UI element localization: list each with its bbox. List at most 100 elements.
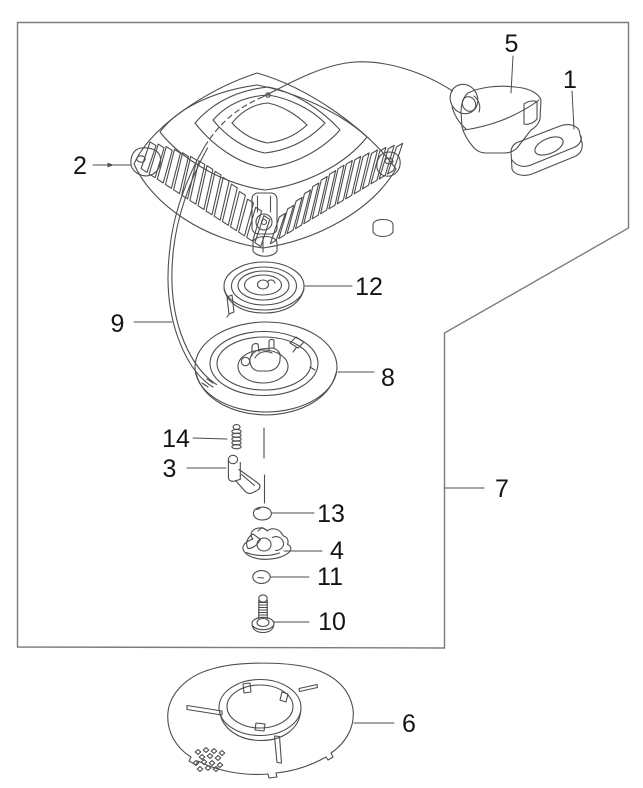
coil-5 <box>231 444 242 450</box>
housing-ear-hole-left <box>136 155 146 163</box>
pawl-body <box>227 458 241 482</box>
callout-label-8: 8 <box>381 364 395 392</box>
cam-center-boss <box>256 537 272 552</box>
pulley-rim-ticks <box>201 366 316 388</box>
rope-upper-arc <box>262 61 454 98</box>
part-9-starter-rope <box>167 61 454 388</box>
cam-right-lobe <box>271 536 285 552</box>
cup-outline <box>167 662 354 779</box>
callout-label-13: 13 <box>317 500 345 528</box>
pulley-flange-outer <box>209 330 319 397</box>
part-6-starter-cup <box>167 662 354 779</box>
washer-outline <box>252 570 271 584</box>
cup-hub-outer <box>218 678 302 737</box>
pawl-hinge-ring <box>227 454 239 465</box>
part-10-center-bolt <box>251 594 275 634</box>
part-1-handle-anchor <box>510 124 583 176</box>
callout-label-14: 14 <box>162 425 190 453</box>
pawl-blade-line <box>240 473 256 487</box>
part-5-starter-handle <box>449 83 542 154</box>
housing-ear-hole-right <box>384 157 394 165</box>
callout-label-3: 3 <box>163 455 177 483</box>
leader-line-1 <box>571 90 575 130</box>
part-8-rope-pulley <box>194 321 338 416</box>
housing-foot-right <box>372 218 394 238</box>
housing-opening <box>231 102 308 144</box>
anchor-hole <box>534 136 564 156</box>
ring-notch <box>255 508 261 511</box>
callout-label-4: 4 <box>330 537 344 565</box>
spring-coil-4 <box>243 274 283 296</box>
spring-center <box>256 279 270 290</box>
housing-ear-left <box>130 147 162 177</box>
part-14-pawl-spring <box>231 424 242 450</box>
part-4-friction-cam <box>242 526 292 560</box>
pulley-spring-tab <box>289 336 305 353</box>
handle-rope-boss <box>449 83 479 115</box>
spring-coil-outer <box>223 261 305 311</box>
leader-arrow-2 <box>107 162 114 168</box>
cup-spoke-left <box>186 704 223 716</box>
cam-left-petal <box>246 533 262 550</box>
housing-foot-bottom <box>252 235 278 257</box>
housing-rope-guide <box>251 192 278 235</box>
spring-depth-arc <box>223 288 305 314</box>
housing-ear-right <box>376 151 401 177</box>
pulley-hub-keys <box>251 338 275 359</box>
housing-boss-mid <box>212 94 326 154</box>
housing-rope-guide-pin <box>260 218 268 226</box>
part-2-starter-housing <box>130 72 404 257</box>
pulley-pawl-post <box>240 356 251 367</box>
housing-boss-outer <box>194 86 341 169</box>
rope-lower-line-a <box>167 145 214 388</box>
handle-slot <box>523 100 538 125</box>
rope-lower-line-b <box>171 147 218 386</box>
ring-outline <box>252 506 272 521</box>
callout-label-7: 7 <box>495 475 509 503</box>
cup-hub-skirt <box>218 710 302 742</box>
pawl-blade <box>234 468 261 494</box>
bolt-head <box>256 617 270 628</box>
cup-spoke-right <box>298 683 319 693</box>
callout-label-5: 5 <box>505 30 519 58</box>
part-12-recoil-spring <box>223 261 305 318</box>
housing-rope-guide-hole <box>255 213 273 231</box>
part-13-retainer-ring <box>252 506 272 521</box>
pulley-hub <box>237 349 289 384</box>
spring-outer-hook <box>226 294 235 318</box>
housing-plateau-edge <box>159 84 368 191</box>
handle-rope-boss-hole <box>461 96 477 112</box>
cam-outline <box>242 527 292 560</box>
callout-label-11: 11 <box>317 563 343 591</box>
callout-label-12: 12 <box>355 273 383 301</box>
housing-outline <box>133 72 397 249</box>
cup-knurl-patch <box>192 747 226 772</box>
spring-inner-hook <box>267 279 276 284</box>
callout-label-6: 6 <box>402 710 416 738</box>
handle-front-edge <box>463 99 540 131</box>
part-3-starter-pawl <box>227 454 261 494</box>
cup-opening <box>226 684 294 729</box>
leader-line-14 <box>192 437 228 440</box>
cam-base-lip <box>245 526 281 557</box>
handle-body <box>460 85 542 154</box>
coil-top <box>232 424 241 430</box>
callout-labels: 1 2 3 4 5 6 7 8 9 10 11 12 13 14 <box>73 30 577 738</box>
pulley-outer-rim <box>194 321 338 413</box>
bolt-threads <box>257 601 269 619</box>
cup-drive-dogs <box>242 682 289 732</box>
cup-spoke-bottom <box>273 735 283 764</box>
bolt-tip <box>258 594 268 603</box>
pulley-rim-depth <box>195 372 337 416</box>
callout-label-2: 2 <box>73 152 87 180</box>
pulley-hub-keyhole <box>249 347 281 372</box>
anchor-face-line <box>511 135 582 167</box>
leader-lines <box>92 55 575 724</box>
line-art <box>92 55 583 779</box>
rope-hidden-dashed <box>204 95 265 147</box>
spring-coil-3 <box>237 270 290 301</box>
housing-ribs-right <box>269 142 404 245</box>
drawing-border <box>16 21 630 649</box>
washer-slot <box>257 576 265 579</box>
